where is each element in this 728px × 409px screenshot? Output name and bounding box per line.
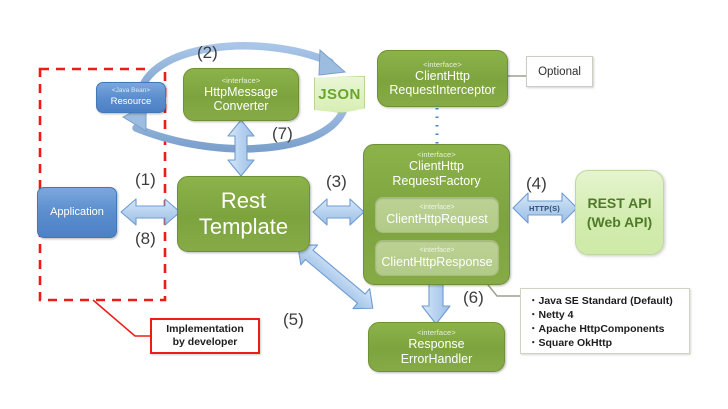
callout-implementation-by-developer: Implementation by developer [150, 318, 260, 354]
rest-template-label-line2: Template [198, 214, 289, 239]
node-rest-api[interactable]: REST API (Web API) [575, 170, 664, 255]
optional-label: Optional [538, 65, 581, 78]
loop-arrow-deserialize [132, 92, 350, 153]
node-http-message-converter[interactable]: <interface> HttpMessage Converter [183, 68, 299, 121]
implementation-note-line2: by developer [172, 336, 238, 348]
rest-api-label-line2: (Web API) [586, 213, 653, 230]
step-label-6: (6) [463, 288, 484, 307]
node-resource[interactable]: <Java Bean> Resource [96, 82, 166, 113]
step-label-2: (2) [197, 43, 218, 62]
error-handler-stereotype: <interface> [417, 328, 456, 337]
step-label-3: (3) [326, 172, 347, 191]
node-application[interactable]: Application [37, 187, 117, 238]
node-rest-template[interactable]: Rest Template [177, 176, 310, 252]
node-client-http-response[interactable]: <interface> ClientHttpResponse [375, 240, 499, 276]
step-label-5: (5) [283, 310, 304, 329]
interceptor-label-line2: RequestInterceptor [389, 83, 496, 97]
node-client-http-request-interceptor[interactable]: <interface> ClientHttp RequestIntercepto… [377, 50, 508, 107]
edge-label-https: HTTP(S) [529, 204, 560, 213]
node-json[interactable]: JSON [314, 76, 365, 113]
list-item: Java SE Standard (Default) [528, 294, 683, 308]
converter-label-line1: HttpMessage [204, 84, 278, 99]
node-response-error-handler[interactable]: <interface> Response ErrorHandler [368, 322, 505, 372]
application-label: Application [50, 206, 104, 218]
list-item: Netty 4 [528, 308, 683, 322]
client-http-request-label: ClientHttpRequest [386, 212, 488, 226]
rest-template-label-line1: Rest [220, 188, 267, 213]
resource-label: Resource [110, 96, 152, 107]
implementations-list: Java SE Standard (Default) Netty 4 Apach… [528, 294, 683, 350]
step-label-7: (7) [272, 124, 293, 143]
arrow-resttemplate-requestfactory [312, 198, 365, 226]
client-http-request-stereotype: <interface> [419, 204, 455, 211]
client-http-response-label: ClientHttpResponse [381, 255, 493, 269]
converter-label-line2: Converter [213, 99, 269, 113]
rest-api-label-line1: REST API [587, 194, 652, 211]
error-handler-label-line2: ErrorHandler [400, 351, 473, 366]
step-label-4: (4) [526, 174, 547, 193]
list-item: Square OkHttp [528, 336, 683, 350]
error-handler-label-line1: Response [408, 337, 465, 351]
list-item: Apache HttpComponents [528, 322, 683, 336]
loop-arrow-serialize [136, 42, 334, 100]
developer-scope-dashed-region [38, 67, 167, 302]
arrow-application-resttemplate [120, 198, 181, 226]
interceptor-stereotype: <interface> [423, 59, 462, 69]
implementation-note-leader [92, 299, 150, 337]
converter-stereotype: <interface> [221, 75, 261, 85]
node-client-http-request[interactable]: <interface> ClientHttpRequest [375, 197, 499, 233]
factory-stereotype: <interface> [417, 150, 456, 159]
client-http-response-stereotype: <interface> [419, 247, 455, 254]
implementation-note-line1: Implementation [166, 322, 244, 335]
factory-label-line1: ClientHttp [409, 159, 464, 173]
interceptor-label-line1: ClientHttp [415, 68, 470, 83]
step-label-8: (8) [135, 229, 156, 248]
resource-stereotype: <Java Bean> [111, 87, 151, 94]
step-label-1: (1) [135, 170, 156, 189]
json-label: JSON [318, 86, 361, 103]
factory-label-line2: RequestFactory [392, 173, 481, 188]
arrow-resttemplate-errorhandler [297, 244, 374, 310]
loop-arrow-serialize-head [318, 48, 347, 76]
callout-implementations-list: Java SE Standard (Default) Netty 4 Apach… [520, 288, 690, 354]
callout-optional: Optional [526, 56, 593, 87]
